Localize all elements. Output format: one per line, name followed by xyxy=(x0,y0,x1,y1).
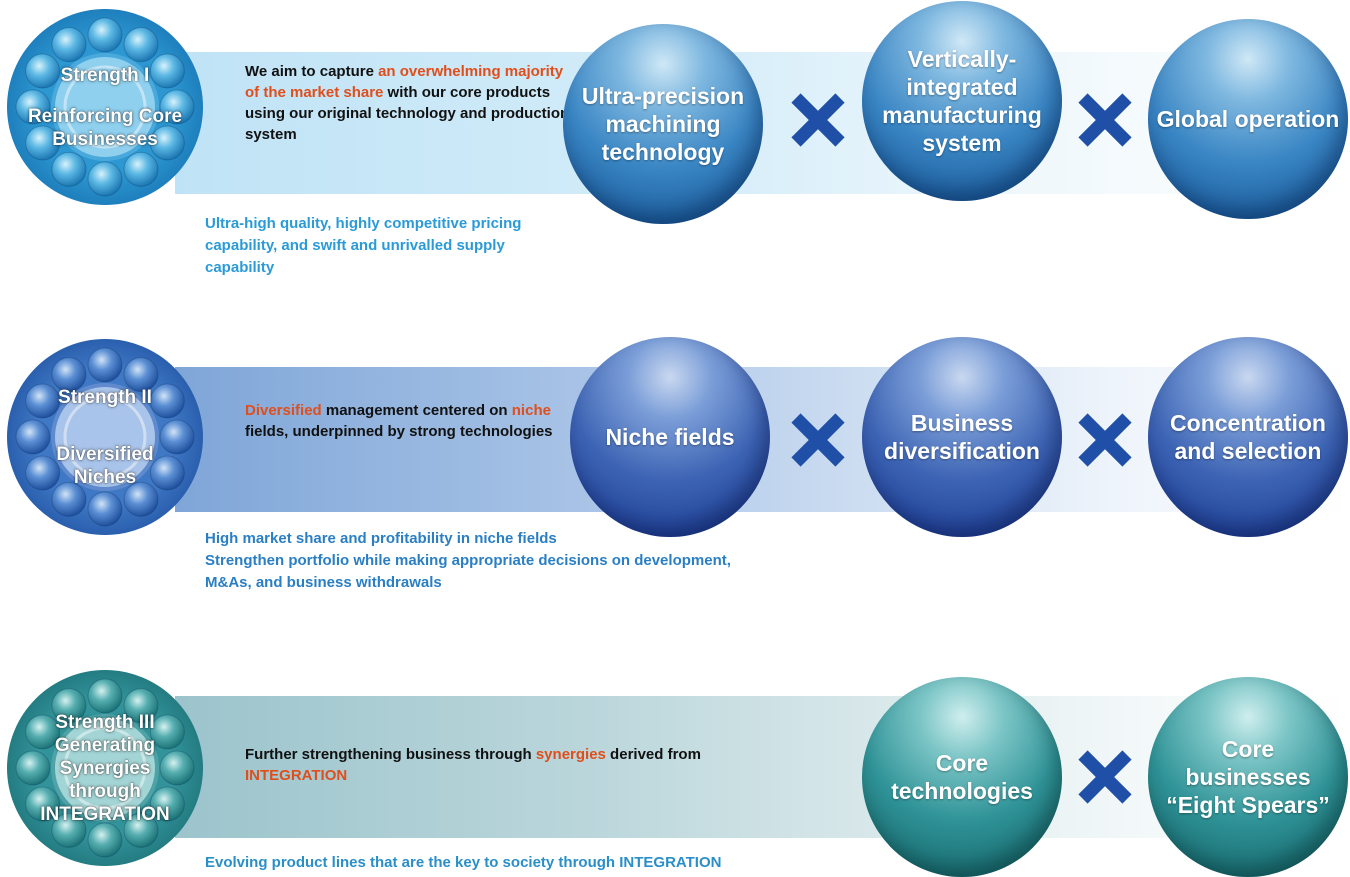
strength-3-title: Strength III xyxy=(55,711,155,733)
bearing-ball xyxy=(25,53,61,89)
multiply-icon xyxy=(791,93,845,147)
strength-1-row: Strength I Reinforcing Core Businesses W… xyxy=(0,0,1350,300)
sphere-niche-fields: Niche fields xyxy=(570,337,770,537)
strength-2-bearing-icon: Strength II Diversified Niches xyxy=(5,337,205,537)
bearing-ball xyxy=(51,481,87,517)
bearing-ball xyxy=(87,161,123,197)
bearing-ball xyxy=(123,357,159,393)
bearing-ball xyxy=(159,750,195,786)
bearing-ball xyxy=(15,89,51,125)
bearing-ball xyxy=(149,786,185,822)
strength-1-title: Strength I xyxy=(60,64,150,86)
strength-2-note-line: Strengthen portfolio while making approp… xyxy=(205,552,731,591)
strength-3-subtitle-line: INTEGRATION xyxy=(40,803,170,825)
bearing-ball xyxy=(25,786,61,822)
strength-1-bearing-icon: Strength I Reinforcing Core Businesses xyxy=(5,7,205,207)
strength-2-subtitle-line: Diversified xyxy=(56,443,154,465)
strength-1-description: We aim to capture an overwhelming majori… xyxy=(245,63,570,143)
bearing-ball xyxy=(159,419,195,455)
bearing-ball xyxy=(51,27,87,63)
strength-1-highlight: an overwhelming majority of the market s… xyxy=(245,63,564,101)
bearing-ball xyxy=(149,125,185,161)
multiply-icon xyxy=(1078,413,1132,467)
bearing-ball xyxy=(123,481,159,517)
strength-3-bearing-icon: Strength III Generating Synergies throug… xyxy=(5,668,205,868)
bearing-ball xyxy=(15,419,51,455)
strength-3-subtitle-line: Generating xyxy=(54,734,156,756)
bearing-ball xyxy=(87,491,123,527)
strength-2-note: High market share and profitability in n… xyxy=(205,528,765,594)
bearing-ball xyxy=(123,812,159,848)
bearing-ball xyxy=(123,688,159,724)
multiply-icon xyxy=(791,413,845,467)
bearing-ball xyxy=(25,383,61,419)
sphere-global-operation: Global operation xyxy=(1148,19,1348,219)
bearing-ball xyxy=(123,151,159,187)
bearing-ball xyxy=(51,688,87,724)
bearing-ball xyxy=(25,455,61,491)
sphere-core-businesses: Core businesses “Eight Spears” xyxy=(1148,677,1348,877)
bearing-ball xyxy=(149,53,185,89)
strength-2-highlight: Diversified xyxy=(245,402,322,419)
bearing-ball xyxy=(87,347,123,383)
sphere-ultra-precision: Ultra-precision machining technology xyxy=(563,24,763,224)
strength-2-row: Strength II Diversified Niches Diversifi… xyxy=(0,310,1350,640)
bearing-ball xyxy=(149,714,185,750)
strength-1-subtitle-line: Businesses xyxy=(52,128,158,150)
bearing-ball xyxy=(25,714,61,750)
strength-1-badge-text: Strength I Reinforcing Core Businesses xyxy=(5,7,205,207)
bearing-ball xyxy=(149,455,185,491)
sphere-core-technologies: Core technologies xyxy=(862,677,1062,877)
bearing-ball xyxy=(25,125,61,161)
sphere-business-diversification: Business diversification xyxy=(862,337,1062,537)
strength-2-description: Diversified management centered on niche… xyxy=(245,402,553,440)
strength-3-highlight: INTEGRATION xyxy=(245,767,348,784)
strength-3-description: Further strengthening business through s… xyxy=(245,746,701,784)
strength-3-badge-text: Strength III Generating Synergies throug… xyxy=(5,668,205,868)
strength-2-note-line: High market share and profitability in n… xyxy=(205,530,557,547)
strength-2-subtitle-line: Niches xyxy=(73,466,137,488)
bearing-ball xyxy=(87,17,123,53)
sphere-vertically-integrated: Vertically-integrated manufacturing syst… xyxy=(862,1,1062,201)
strength-1-subtitle-line: Reinforcing Core xyxy=(27,105,183,127)
strength-3-row: Strength III Generating Synergies throug… xyxy=(0,640,1350,877)
strength-3-subtitle-line: through xyxy=(69,780,141,802)
strength-2-title: Strength II xyxy=(58,386,152,408)
bearing-ball xyxy=(149,383,185,419)
bearing-ball xyxy=(159,89,195,125)
bearing-ball xyxy=(51,357,87,393)
sphere-concentration-selection: Concentration and selection xyxy=(1148,337,1348,537)
bearing-ball xyxy=(15,750,51,786)
bearing-ball xyxy=(87,678,123,714)
strength-3-highlight: synergies xyxy=(535,746,606,763)
strength-3-note: Evolving product lines that are the key … xyxy=(205,854,722,871)
bearing-ball xyxy=(123,27,159,63)
multiply-icon xyxy=(1078,93,1132,147)
bearing-ball xyxy=(51,812,87,848)
strength-2-badge-text: Strength II Diversified Niches xyxy=(5,337,205,537)
strength-1-note: Ultra-high quality, highly competitive p… xyxy=(205,215,522,276)
multiply-icon xyxy=(1078,750,1132,804)
strength-3-subtitle-line: Synergies xyxy=(59,757,151,779)
bearing-ball xyxy=(87,822,123,858)
bearing-ball xyxy=(51,151,87,187)
strength-2-highlight: niche xyxy=(511,402,551,419)
